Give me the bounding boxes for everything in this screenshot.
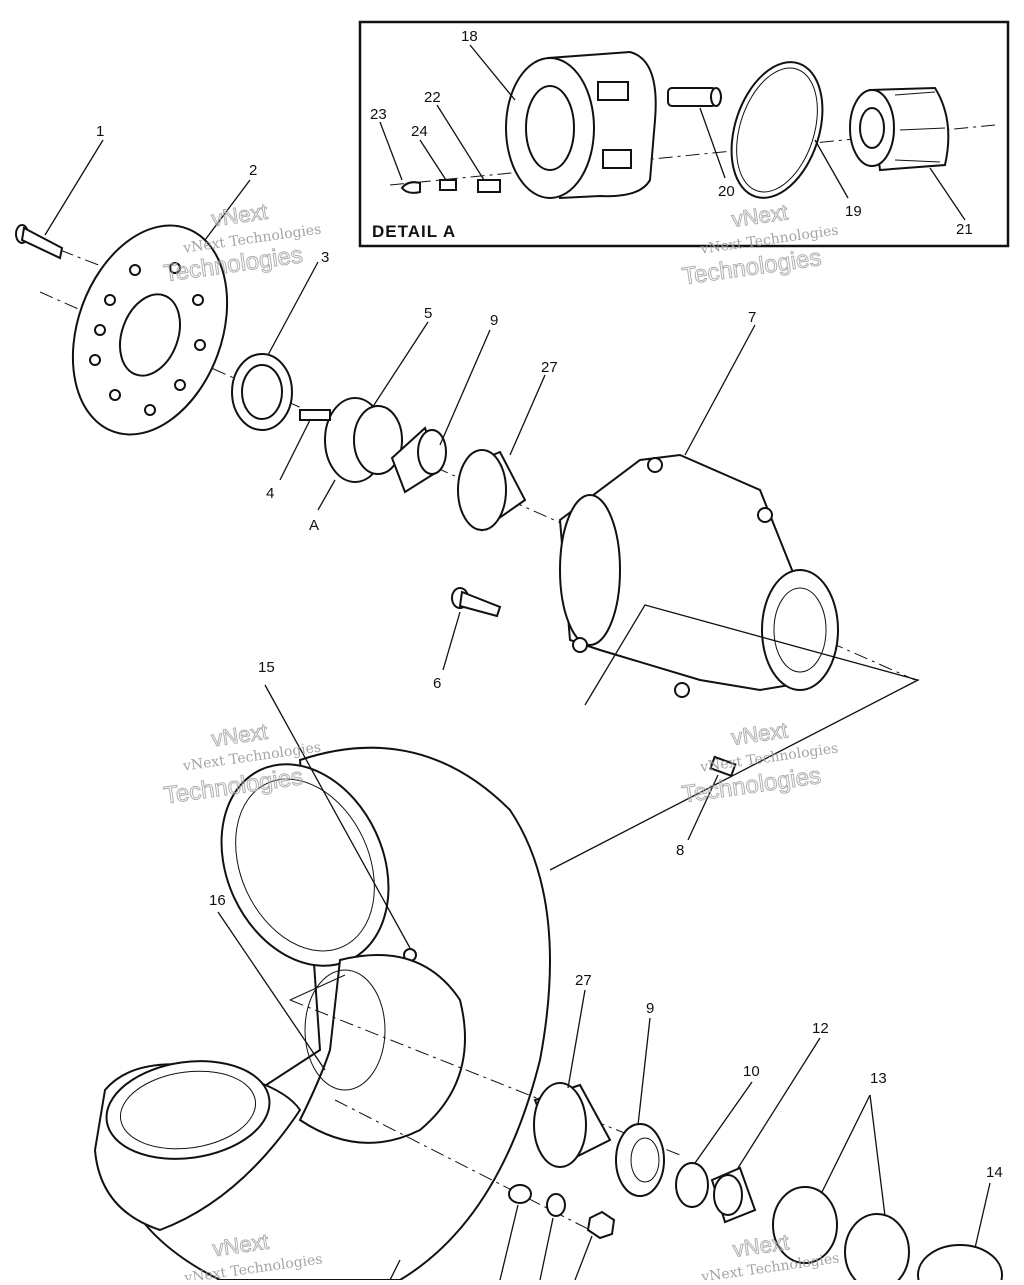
- callout-3: 3: [321, 249, 329, 266]
- callout-27-upper: 27: [541, 359, 558, 376]
- part-nut-small: [586, 1210, 616, 1240]
- part-27-race-lower: [533, 1082, 612, 1168]
- upper-hub-assembly: [15, 139, 920, 871]
- part-24-spring: [439, 179, 457, 191]
- part-2-brake-disc: [71, 224, 229, 436]
- callout-27-lower: 27: [575, 972, 592, 989]
- part-18-collar: [505, 50, 657, 200]
- callout-14: 14: [986, 1164, 1003, 1181]
- part-22-screw: [477, 179, 501, 193]
- part-16-rim-half: [298, 954, 466, 1144]
- callout-16: 16: [209, 892, 226, 909]
- callout-9-upper: 9: [490, 312, 498, 329]
- part-9-bearing-lower: [615, 1123, 665, 1197]
- callout-12: 12: [812, 1020, 829, 1037]
- part-washer-small-b: [546, 1193, 566, 1217]
- callout-5: 5: [424, 305, 432, 322]
- part-21-nut: [849, 86, 950, 172]
- part-10-washer: [675, 1162, 709, 1208]
- callout-2: 2: [249, 162, 257, 179]
- part-20-pin: [667, 87, 722, 107]
- part-13-o-ring-b: [844, 1213, 910, 1285]
- wheel-axis-line: [289, 999, 681, 1156]
- part-27-race-upper: [457, 449, 527, 532]
- part-washer-small-a: [508, 1184, 532, 1204]
- callout-24: 24: [411, 123, 428, 140]
- lower-wheel-assembly: [93, 684, 1003, 1285]
- callout-7: 7: [748, 309, 756, 326]
- part-7-wheel-hub: [558, 453, 839, 698]
- part-14-hub-cap: [917, 1244, 1003, 1285]
- callout-a: A: [309, 517, 319, 534]
- callout-20: 20: [718, 183, 735, 200]
- svg-text:vNext: vNext: [730, 717, 789, 750]
- callout-6: 6: [433, 675, 441, 692]
- part-9-bearing-upper: [390, 426, 447, 494]
- callout-13: 13: [870, 1070, 887, 1087]
- callout-15: 15: [258, 659, 275, 676]
- detail-a-panel: DETAIL A: [358, 20, 1010, 248]
- part-5-clutch-assembly: [299, 397, 403, 483]
- detail-a-title: DETAIL A: [372, 222, 456, 241]
- callout-9-lower: 9: [646, 1000, 654, 1017]
- callout-4: 4: [266, 485, 274, 502]
- callout-labels: 1 2 3 4 5 6 7 8 9 27 A 15 16 27 9 10 12 …: [96, 28, 1003, 1181]
- callout-8: 8: [676, 842, 684, 859]
- svg-text:vNext: vNext: [731, 1229, 790, 1262]
- callout-21: 21: [956, 221, 973, 238]
- callout-19: 19: [845, 203, 862, 220]
- callout-1: 1: [96, 123, 104, 140]
- callout-10: 10: [743, 1063, 760, 1080]
- part-1-stud-bolt: [15, 224, 64, 260]
- part-23-ball: [400, 181, 421, 194]
- part-12-castle-nut: [710, 1166, 757, 1224]
- callout-23: 23: [370, 106, 387, 123]
- part-8-grease-fitting: [709, 755, 737, 778]
- callout-18: 18: [461, 28, 478, 45]
- callout-22: 22: [424, 89, 441, 106]
- watermark-mid-right: vNext vNext Technologies Technologies: [680, 717, 840, 809]
- part-6-bolt: [451, 587, 502, 618]
- part-13-o-ring-a: [772, 1186, 838, 1264]
- svg-text:vNext: vNext: [210, 719, 269, 752]
- part-3-seal: [231, 353, 293, 431]
- svg-text:vNext: vNext: [210, 199, 269, 232]
